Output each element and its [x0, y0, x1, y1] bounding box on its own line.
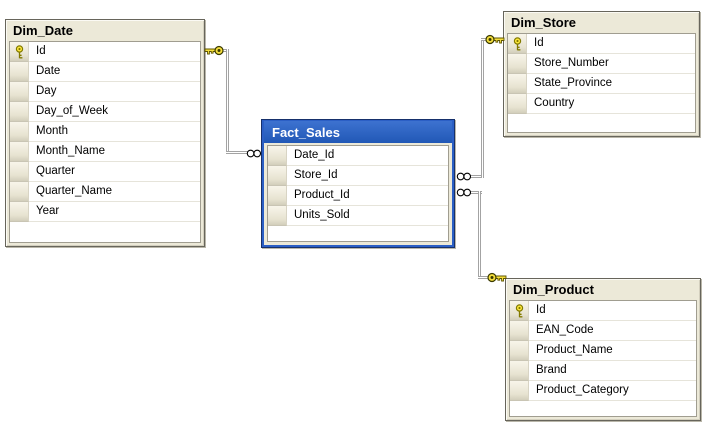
row-selector-cell[interactable] — [508, 94, 527, 114]
table-title[interactable]: Dim_Product — [513, 282, 594, 297]
row-selector-cell[interactable] — [10, 162, 29, 182]
column-name: Store_Id — [287, 166, 448, 186]
row-selector-cell[interactable] — [268, 186, 287, 206]
row-selector-cell[interactable] — [508, 74, 527, 94]
primary-key-cell[interactable] — [508, 34, 527, 54]
primary-key-cell[interactable] — [10, 42, 29, 62]
relationship-line-segment[interactable] — [470, 175, 484, 178]
row-selector-cell[interactable] — [10, 122, 29, 142]
relationship-line-segment[interactable] — [226, 49, 229, 154]
relationship-line-segment[interactable] — [478, 191, 481, 279]
row-selector-cell[interactable] — [510, 321, 529, 341]
column-row-store_number[interactable]: Store_Number — [508, 54, 695, 74]
row-selector-cell[interactable] — [10, 62, 29, 82]
column-row-date_id[interactable]: Date_Id — [268, 146, 448, 166]
column-row-store_id[interactable]: Store_Id — [268, 166, 448, 186]
column-name: Product_Name — [529, 341, 696, 361]
column-name: Month — [29, 122, 200, 142]
infinity-icon[interactable] — [456, 171, 472, 182]
column-name: Day_of_Week — [29, 102, 200, 122]
column-name: Id — [527, 34, 695, 54]
primary-key-icon — [15, 44, 23, 58]
row-selector-cell[interactable] — [268, 206, 287, 226]
relationship-line-segment[interactable] — [478, 276, 491, 279]
relationship-line-segment[interactable] — [226, 151, 248, 154]
column-name: EAN_Code — [529, 321, 696, 341]
column-name: Month_Name — [29, 142, 200, 162]
infinity-icon[interactable] — [246, 148, 262, 159]
column-row-product_name[interactable]: Product_Name — [510, 341, 696, 361]
column-row-state_province[interactable]: State_Province — [508, 74, 695, 94]
row-selector-cell[interactable] — [510, 341, 529, 361]
relationship-line-segment[interactable] — [481, 38, 484, 178]
relationship-line-segment[interactable] — [221, 49, 229, 52]
key-icon[interactable] — [485, 34, 505, 45]
column-name: Product_Id — [287, 186, 448, 206]
column-name: Date — [29, 62, 200, 82]
column-row-units_sold[interactable]: Units_Sold — [268, 206, 448, 226]
row-selector-cell[interactable] — [510, 381, 529, 401]
column-name: State_Province — [527, 74, 695, 94]
column-row-quarter[interactable]: Quarter — [10, 162, 200, 182]
column-row-country[interactable]: Country — [508, 94, 695, 114]
row-selector-cell[interactable] — [10, 102, 29, 122]
column-row-id[interactable]: Id — [10, 42, 200, 62]
column-row-id[interactable]: Id — [508, 34, 695, 54]
column-row-product_id[interactable]: Product_Id — [268, 186, 448, 206]
row-selector-cell[interactable] — [10, 202, 29, 222]
column-row-month_name[interactable]: Month_Name — [10, 142, 200, 162]
column-name: Id — [29, 42, 200, 62]
table-title[interactable]: Dim_Date — [13, 23, 73, 38]
column-name: Quarter — [29, 162, 200, 182]
row-selector-cell[interactable] — [268, 146, 287, 166]
column-name: Country — [527, 94, 695, 114]
row-selector-cell[interactable] — [510, 361, 529, 381]
column-name: Year — [29, 202, 200, 222]
key-icon[interactable] — [204, 45, 224, 56]
column-row-ean_code[interactable]: EAN_Code — [510, 321, 696, 341]
column-row-day[interactable]: Day — [10, 82, 200, 102]
relationship-line-segment[interactable] — [470, 191, 482, 194]
column-name: Units_Sold — [287, 206, 448, 226]
row-selector-cell[interactable] — [268, 166, 287, 186]
column-row-year[interactable]: Year — [10, 202, 200, 222]
column-row-product_category[interactable]: Product_Category — [510, 381, 696, 401]
infinity-icon[interactable] — [456, 187, 472, 198]
primary-key-icon — [515, 303, 523, 317]
column-name: Id — [529, 301, 696, 321]
row-selector-cell[interactable] — [10, 82, 29, 102]
key-icon[interactable] — [487, 272, 507, 283]
column-name: Day — [29, 82, 200, 102]
column-row-month[interactable]: Month — [10, 122, 200, 142]
column-name: Date_Id — [287, 146, 448, 166]
row-selector-cell[interactable] — [508, 54, 527, 74]
column-name: Quarter_Name — [29, 182, 200, 202]
table-title[interactable]: Dim_Store — [511, 15, 577, 30]
primary-key-icon — [513, 36, 521, 50]
column-row-date[interactable]: Date — [10, 62, 200, 82]
primary-key-cell[interactable] — [510, 301, 529, 321]
column-name: Brand — [529, 361, 696, 381]
column-name: Product_Category — [529, 381, 696, 401]
column-row-brand[interactable]: Brand — [510, 361, 696, 381]
row-selector-cell[interactable] — [10, 142, 29, 162]
column-row-day_of_week[interactable]: Day_of_Week — [10, 102, 200, 122]
column-name: Store_Number — [527, 54, 695, 74]
table-title[interactable]: Fact_Sales — [264, 121, 452, 143]
column-row-id[interactable]: Id — [510, 301, 696, 321]
column-row-quarter_name[interactable]: Quarter_Name — [10, 182, 200, 202]
row-selector-cell[interactable] — [10, 182, 29, 202]
